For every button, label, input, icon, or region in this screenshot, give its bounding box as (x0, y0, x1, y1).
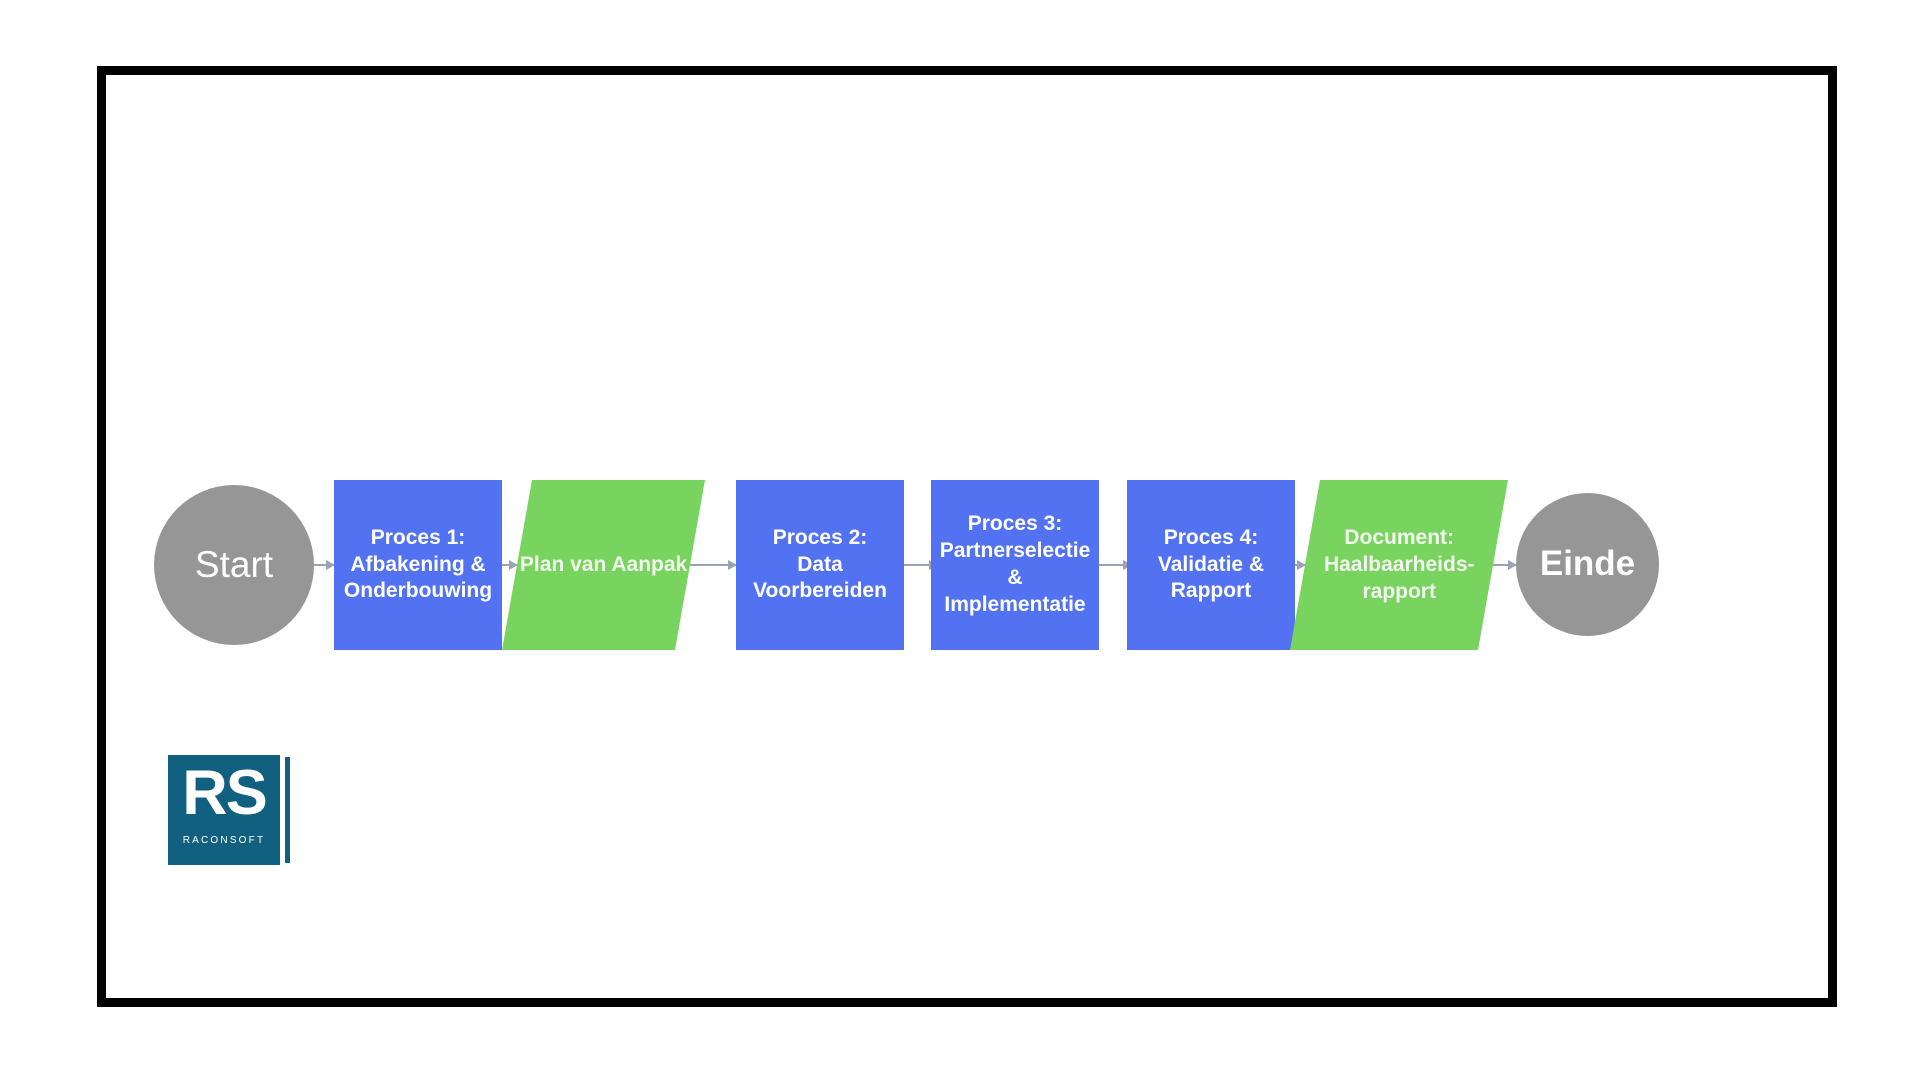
node-proces-1[interactable]: Proces 1: Afbakening & Onderbouwing (334, 480, 502, 650)
node-document-haalbaarheidsrapport[interactable]: Document: Haalbaarheids- rapport (1290, 480, 1508, 650)
node-start-label: Start (194, 543, 274, 585)
node-proces-2-label: Proces 2: Data Voorbereiden (753, 525, 887, 603)
node-einde[interactable]: Einde (1516, 493, 1659, 636)
node-proces-1-label: Proces 1: Afbakening & Onderbouwing (343, 525, 493, 603)
connector-start-to-proces1 (299, 560, 335, 570)
node-proces-2[interactable]: Proces 2: Data Voorbereiden (736, 480, 904, 650)
flow-row: Start Proces 1: Afbakening & Onderbouwin… (136, 465, 1826, 665)
node-plan-van-aanpak[interactable]: Plan van Aanpak (502, 480, 705, 650)
node-proces-4[interactable]: Proces 4: Validatie & Rapport (1127, 480, 1295, 650)
slide-frame: Start Proces 1: Afbakening & Onderbouwin… (97, 66, 1837, 1007)
connector-document-to-einde (1472, 560, 1517, 570)
node-document-haalbaarheidsrapport-label: Document: Haalbaarheids- rapport (1323, 525, 1475, 603)
node-proces-3[interactable]: Proces 3: Partnerselectie & Implementati… (931, 480, 1099, 650)
logo-accent-bar (285, 757, 290, 863)
logo-wordmark: RACONSOFT (182, 835, 266, 846)
raconsoft-logo: RS RACONSOFT (168, 755, 290, 865)
node-proces-4-label: Proces 4: Validatie & Rapport (1157, 525, 1265, 603)
node-start[interactable]: Start (154, 485, 314, 645)
flowchart-canvas: Start Proces 1: Afbakening & Onderbouwin… (106, 75, 1828, 998)
node-proces-3-label: Proces 3: Partnerselectie & Implementati… (939, 512, 1091, 616)
connector-plan-to-proces2 (690, 560, 737, 570)
logo-square (168, 755, 280, 865)
node-plan-van-aanpak-label: Plan van Aanpak (519, 552, 688, 576)
node-einde-label: Einde (1539, 544, 1636, 584)
logo-initials: RS (182, 758, 268, 828)
